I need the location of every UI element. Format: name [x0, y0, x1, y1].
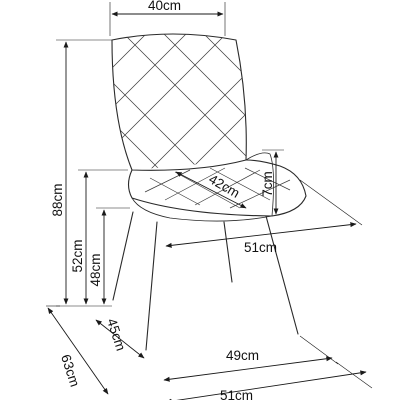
seat-cushion	[127, 159, 307, 217]
backrest-quilting	[112, 34, 247, 170]
dimension-labels: 40cm 88cm 52cm 48cm 7cm 42cm 51cm 45cm 6…	[50, 0, 277, 400]
seat-cushion-front	[131, 197, 273, 222]
dim-line-total-depth	[47, 307, 109, 395]
dim-line-seat-depth	[175, 171, 247, 209]
leg-front-left	[145, 221, 158, 351]
leg-back-right	[223, 221, 233, 283]
label-armrest-height: 7cm	[260, 171, 275, 197]
label-seat-height: 52cm	[70, 239, 85, 272]
label-leg-base-depth: 45cm	[104, 317, 128, 353]
dim-line-seat-width	[165, 222, 357, 248]
dim-line-total-width	[165, 370, 367, 400]
chair-outline	[111, 33, 307, 351]
leg-back-left	[112, 211, 134, 301]
dimension-lines	[46, 2, 373, 400]
label-total-width: 51cm	[220, 388, 253, 400]
side-panel	[245, 152, 274, 217]
label-seat-width: 51cm	[244, 240, 277, 255]
label-backrest-width: 40cm	[148, 0, 181, 13]
label-total-height: 88cm	[50, 183, 65, 216]
label-leg-base-width: 49cm	[226, 348, 259, 363]
label-total-depth: 63cm	[58, 353, 82, 389]
label-seat-top-height: 48cm	[88, 253, 103, 286]
